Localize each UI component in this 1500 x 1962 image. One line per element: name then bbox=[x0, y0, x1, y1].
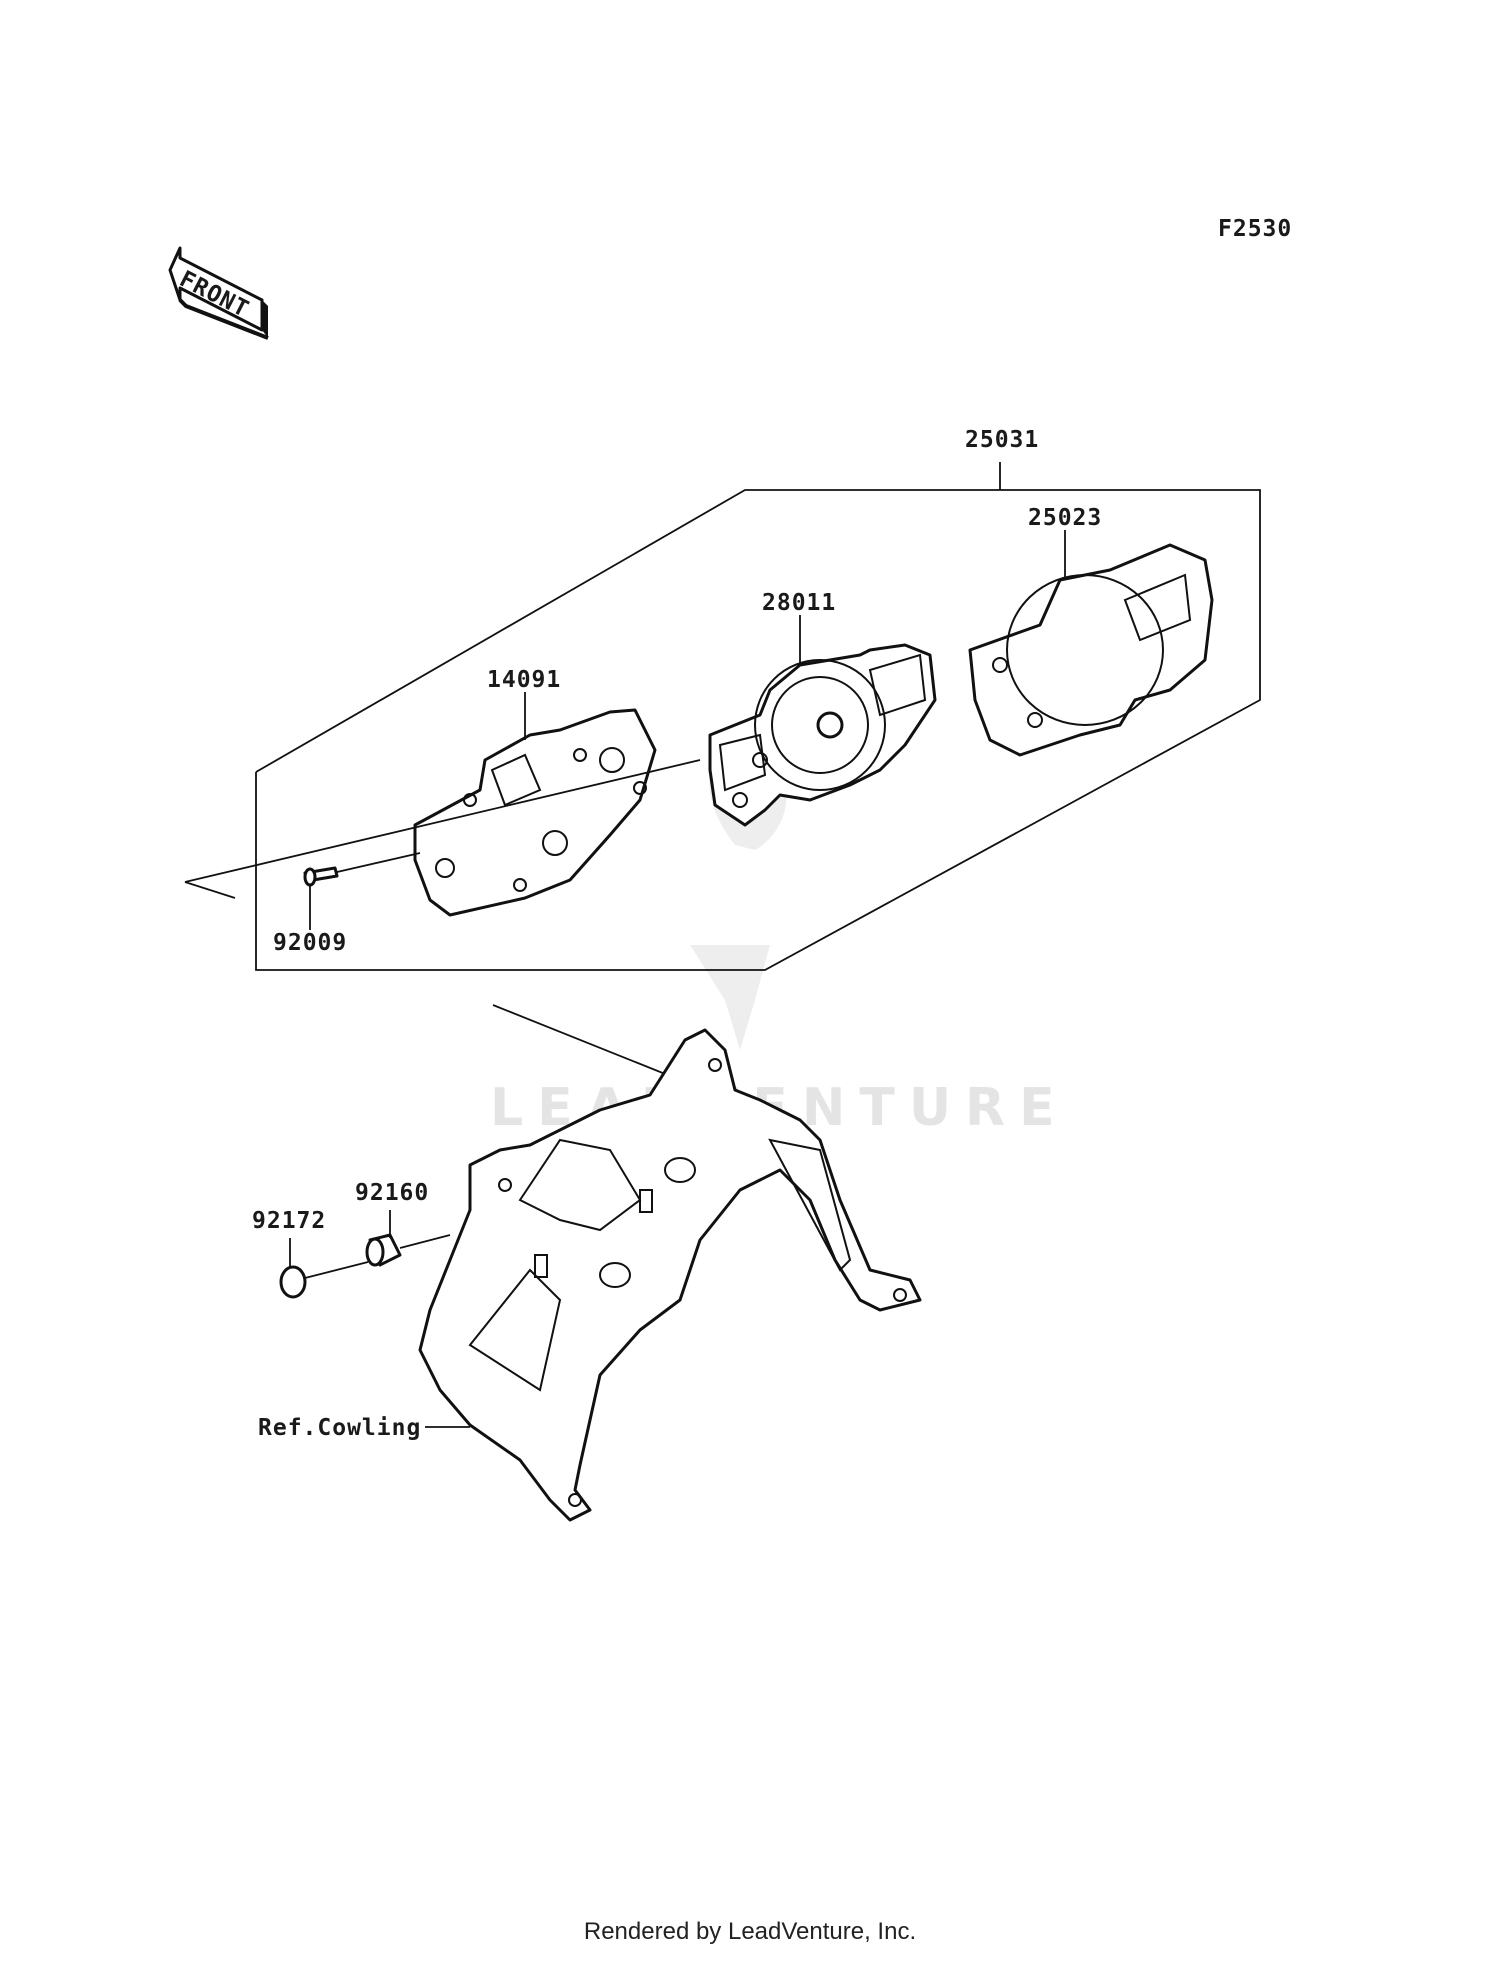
label-92172: 92172 bbox=[252, 1208, 326, 1234]
diagram-code: F2530 bbox=[1218, 216, 1292, 242]
damper-92160 bbox=[365, 1233, 451, 1267]
screw-92009 bbox=[303, 852, 421, 887]
meter-cover bbox=[968, 543, 1214, 757]
cowling-stay bbox=[418, 1028, 922, 1522]
meter-case bbox=[413, 708, 657, 917]
assembly-connector-b bbox=[184, 881, 236, 899]
meter-unit bbox=[708, 643, 937, 827]
bolt-92172 bbox=[279, 1261, 369, 1299]
assembly-bracket bbox=[255, 489, 1261, 971]
label-ref-cowling: Ref.Cowling bbox=[258, 1415, 421, 1441]
front-arrow-icon: FRONT bbox=[168, 246, 269, 340]
label-92009: 92009 bbox=[273, 930, 347, 956]
label-25031: 25031 bbox=[965, 427, 1039, 453]
label-92160: 92160 bbox=[355, 1180, 429, 1206]
assembly-connector bbox=[184, 759, 701, 883]
label-14091: 14091 bbox=[487, 667, 561, 693]
footer-credit: Rendered by LeadVenture, Inc. bbox=[583, 1918, 917, 1945]
label-28011: 28011 bbox=[762, 590, 836, 616]
label-25023: 25023 bbox=[1028, 505, 1102, 531]
